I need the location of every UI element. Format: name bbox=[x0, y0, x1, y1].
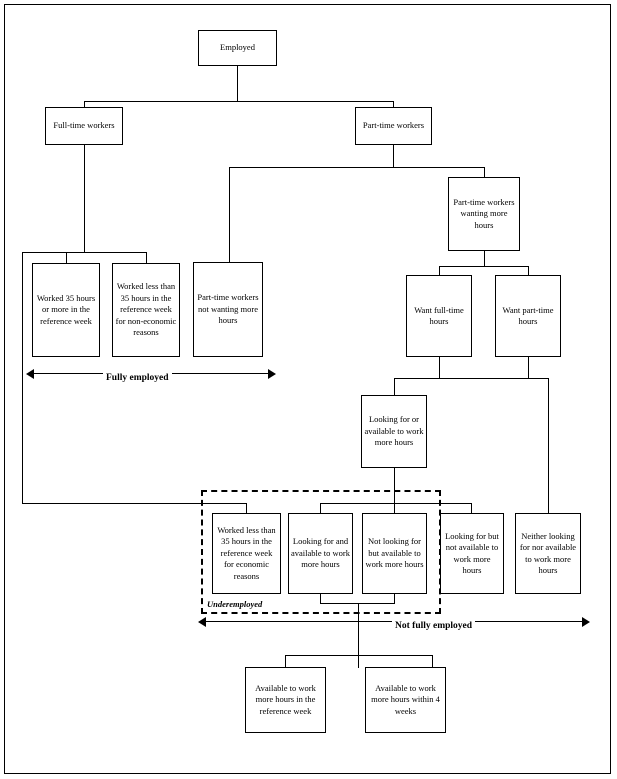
arrow-head-left-icon bbox=[198, 616, 206, 627]
node-looking-but-not-available[interactable]: Looking for but not available to work mo… bbox=[440, 513, 504, 594]
node-full-time-workers-label: Full-time workers bbox=[53, 120, 115, 131]
connector-bottom-merge-down bbox=[358, 603, 359, 668]
node-looking-and-available-label: Looking for and available to work more h… bbox=[291, 536, 351, 570]
node-available-in-reference-week[interactable]: Available to work more hours in the refe… bbox=[245, 667, 326, 733]
connector-to-want-fulltime bbox=[439, 266, 440, 275]
connector-to-want-parttime bbox=[528, 266, 529, 275]
node-looking-or-available[interactable]: Looking for or available to work more ho… bbox=[361, 395, 427, 468]
connector-to-worked-less-noneconomic bbox=[146, 252, 147, 263]
connector-ptwanting-down bbox=[484, 251, 485, 266]
node-not-looking-but-available[interactable]: Not looking for but available to work mo… bbox=[362, 513, 427, 594]
node-worked-less-non-economic[interactable]: Worked less than 35 hours in the referen… bbox=[112, 263, 180, 357]
node-neither-looking-nor-available-label: Neither looking for nor available to wor… bbox=[519, 530, 577, 576]
connector-to-fulltime bbox=[84, 101, 85, 110]
node-part-time-wanting-more[interactable]: Part-time workers wanting more hours bbox=[448, 177, 520, 251]
node-employed-label: Employed bbox=[220, 42, 255, 53]
node-employed[interactable]: Employed bbox=[198, 30, 277, 66]
connector-right-rail-neither bbox=[548, 378, 549, 513]
connector-to-looking-and-available bbox=[320, 503, 321, 513]
connector-fulltime-left-rail bbox=[22, 252, 23, 504]
connector-to-not-looking-but-available bbox=[394, 503, 395, 513]
connector-not-looking-but-available-down bbox=[394, 594, 395, 603]
connector-merge-left-leg bbox=[394, 378, 440, 379]
connector-parttime-bus bbox=[229, 167, 485, 168]
connector-lookingavailable-down bbox=[394, 468, 395, 503]
connector-bottom-children-bus bbox=[285, 655, 433, 656]
arrow-head-right-icon bbox=[582, 616, 590, 627]
connector-to-parttime bbox=[393, 101, 394, 110]
connector-wantfulltime-down bbox=[439, 357, 440, 378]
page-border bbox=[4, 4, 611, 774]
connector-fulltime-left-rail-across bbox=[22, 503, 247, 504]
connector-to-pt-not-wanting bbox=[229, 167, 230, 262]
connector-to-looking-but-not-available bbox=[471, 503, 472, 513]
connector-to-worked35 bbox=[66, 252, 67, 263]
connector-want-merge-bus bbox=[439, 378, 549, 379]
connector-to-pt-wanting bbox=[484, 167, 485, 177]
connector-to-available-4-weeks bbox=[432, 655, 433, 667]
connector-parttime-down bbox=[393, 145, 394, 167]
connector-merge-to-looking-available bbox=[394, 378, 395, 395]
connector-employed-down bbox=[237, 66, 238, 101]
fully-employed-label: Fully employed bbox=[103, 373, 172, 383]
node-worked-less-economic[interactable]: Worked less than 35 hours in the referen… bbox=[212, 513, 281, 594]
connector-wantparttime-down bbox=[528, 357, 529, 378]
arrow-head-left-icon bbox=[26, 368, 34, 379]
node-full-time-workers[interactable]: Full-time workers bbox=[45, 107, 123, 145]
node-looking-and-available[interactable]: Looking for and available to work more h… bbox=[288, 513, 353, 594]
connector-employed-bus bbox=[84, 101, 394, 102]
connector-fulltime-bus bbox=[22, 252, 146, 253]
node-part-time-workers[interactable]: Part-time workers bbox=[355, 107, 432, 145]
connector-lookingavailable-bus bbox=[320, 503, 472, 504]
node-part-time-not-wanting-more-label: Part-time workers not wanting more hours bbox=[197, 292, 259, 326]
node-worked-less-non-economic-label: Worked less than 35 hours in the referen… bbox=[115, 281, 177, 338]
node-worked-less-economic-label: Worked less than 35 hours in the referen… bbox=[217, 524, 276, 581]
node-want-full-time-hours-label: Want full-time hours bbox=[414, 304, 464, 327]
node-worked-35-or-more-label: Worked 35 hours or more in the reference… bbox=[36, 292, 96, 326]
connector-to-available-reference-week bbox=[285, 655, 286, 667]
node-looking-but-not-available-label: Looking for but not available to work mo… bbox=[445, 530, 499, 576]
node-want-part-time-hours[interactable]: Want part-time hours bbox=[495, 275, 561, 357]
not-fully-employed-label: Not fully employed bbox=[392, 621, 476, 631]
node-worked-35-or-more[interactable]: Worked 35 hours or more in the reference… bbox=[32, 263, 100, 357]
node-want-full-time-hours[interactable]: Want full-time hours bbox=[406, 275, 472, 357]
node-not-looking-but-available-label: Not looking for but available to work mo… bbox=[365, 536, 424, 570]
connector-to-worked-less-economic bbox=[246, 503, 247, 513]
node-looking-or-available-label: Looking for or available to work more ho… bbox=[364, 414, 424, 448]
node-part-time-not-wanting-more[interactable]: Part-time workers not wanting more hours bbox=[193, 262, 263, 357]
node-want-part-time-hours-label: Want part-time hours bbox=[502, 304, 554, 327]
connector-looking-and-available-down bbox=[320, 594, 321, 603]
connector-bottom-merge-bus bbox=[320, 603, 395, 604]
node-available-in-reference-week-label: Available to work more hours in the refe… bbox=[255, 682, 316, 716]
node-available-within-4-weeks[interactable]: Available to work more hours within 4 we… bbox=[365, 667, 446, 733]
connector-ptwanting-bus bbox=[439, 266, 529, 267]
connector-fulltime-down bbox=[84, 145, 85, 253]
arrow-head-right-icon bbox=[268, 368, 276, 379]
underemployed-label: Underemployed bbox=[205, 599, 265, 609]
node-part-time-workers-label: Part-time workers bbox=[362, 120, 425, 131]
node-neither-looking-nor-available[interactable]: Neither looking for nor available to wor… bbox=[515, 513, 581, 594]
node-part-time-wanting-more-label: Part-time workers wanting more hours bbox=[453, 196, 515, 230]
node-available-within-4-weeks-label: Available to work more hours within 4 we… bbox=[371, 682, 440, 716]
